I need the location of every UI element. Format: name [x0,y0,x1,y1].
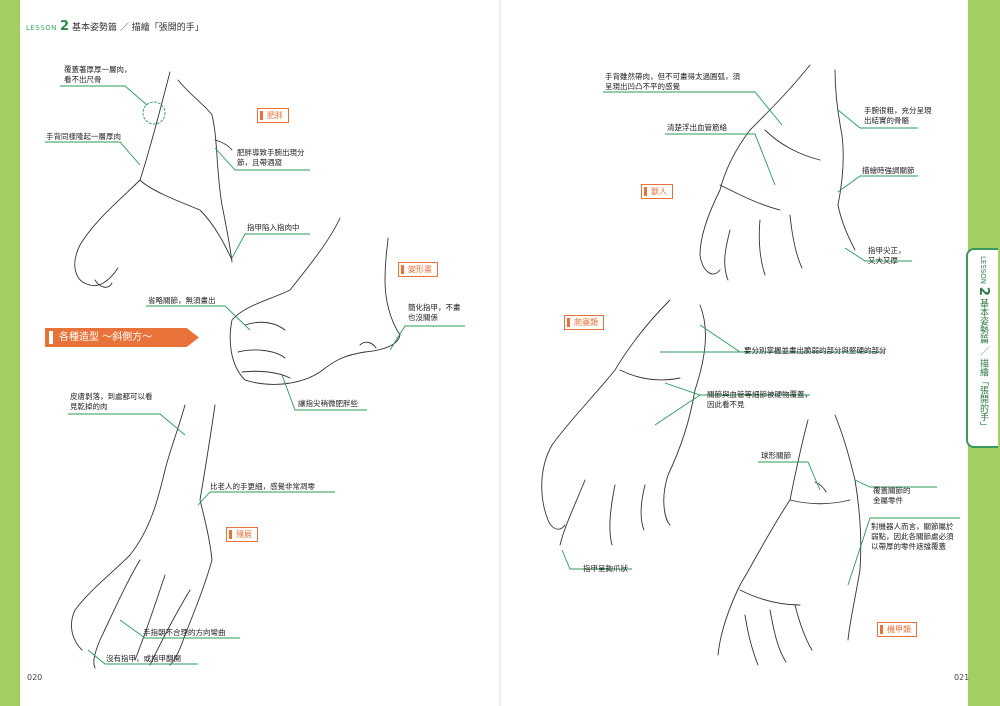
note-beast-5: 指甲尖正， 又大又厚 [868,246,906,265]
leader-beast-3 [837,109,918,129]
section-ribbon: 各種造型 ～斜側方～ [45,328,199,347]
beast-hand-sketch [699,64,856,281]
leader-lines [45,85,960,665]
leader-beast-4 [837,175,918,193]
leader-def-3 [281,374,367,411]
leader-def-2 [389,325,465,351]
leader-zom-1 [68,413,186,436]
side-tab-title: 基本姿勢篇 ／ 描繪「張開的手」 [978,298,988,431]
note-rep-1: 要分別掌握並畫出脆弱的部分與堅硬的部分 [744,346,887,355]
note-fat-1: 覆蓋著厚厚一層肉， 看不出尺骨 [64,65,132,84]
note-zom-2: 比老人的手更細，感覺非常凋零 [210,482,315,491]
leader-fat-2 [45,141,141,166]
leader-beast-2 [665,133,776,186]
side-tab-text: LESSON 2 基本姿勢篇 ／ 描繪「張開的手」 [968,256,998,431]
side-tab-number: 2 [976,286,991,296]
fat-hand-sketch [74,71,233,288]
note-fat-4: 指甲陷入指肉中 [247,223,300,232]
leader-beast-5 [844,247,912,262]
note-beast-3: 手腕很粗，充分呈現 出結實的骨骼 [864,106,932,125]
mecha-hand-sketch [717,414,862,666]
note-mech-1: 球形關節 [761,451,791,460]
side-tab-lesson: LESSON [979,256,987,284]
note-beast-4: 描繪時強調關節 [862,166,915,175]
note-beast-1: 手背雖然帶肉，但不可畫得太過圓弧，須 呈現出凹凸不平的感覺 [605,72,740,91]
leader-def-1 [146,305,251,331]
reptile-hand-sketch [541,299,706,546]
tag-fat: 肥胖 [257,108,289,123]
note-mech-3: 對機器人而言，關節屬於 弱點，因此各關節處必須 以帶厚的零件遮擋覆蓋 [871,522,954,551]
leader-rep-2b [654,394,701,426]
note-beast-2: 清楚浮出血管筋絡 [667,123,727,132]
leader-fat-1 [60,85,148,106]
leader-zom-2 [197,491,335,506]
tag-deformed: 變形畫 [398,262,438,277]
tag-mecha: 機甲類 [877,622,917,637]
tag-zombie: 殭屍 [226,527,258,542]
note-def-1: 省略關節，無須畫出 [148,296,216,305]
leader-rep-3 [561,549,632,570]
page-number-left: 020 [27,673,43,682]
note-zom-4: 沒有指甲，或指甲翻開 [106,654,181,663]
header-title: 基本姿勢篇 ／ 描繪「張開的手」 [72,23,204,33]
zombie-hand-sketch [71,404,216,669]
note-mech-2: 覆蓋關節的 金屬零件 [873,486,911,505]
leader-zom-4 [87,649,198,665]
header-lesson-label: LESSON [26,24,57,32]
deformed-hand-sketch [229,217,401,385]
leader-mech-3 [847,517,960,586]
leader-beast-1 [603,91,783,126]
leader-rep-1b [699,324,741,353]
note-rep-3: 指甲呈鉤爪狀 [583,564,628,573]
left-page-edge-band [0,0,20,706]
hand-sketches [71,64,862,669]
note-fat-3: 肥胖導致手腕出現分 節，且帶酒窩 [237,148,305,167]
header-lesson-number: 2 [59,19,70,34]
lesson-side-tab: LESSON 2 基本姿勢篇 ／ 描繪「張開的手」 [966,248,998,448]
tag-beast: 獸人 [641,184,673,199]
note-zom-1: 皮膚剝落，到處都可以看 見乾掉的肉 [70,392,153,411]
tag-reptile: 爬蟲類 [564,315,604,330]
page-gutter [499,0,501,706]
note-fat-2: 手背同樣隆起一層厚肉 [46,132,121,141]
note-zom-3: 手指朝不合理的方向彎曲 [143,628,226,637]
leader-zom-3 [119,619,240,639]
page-number-right: 021 [954,673,970,682]
note-rep-2: 關節與血管等細節被硬物覆蓋， 因此看不見 [707,390,812,409]
note-def-3: 讓指尖稍微肥胖些 [298,399,358,408]
note-def-2: 簡化指甲，不畫 也沒關係 [408,303,461,322]
leader-fat-3 [214,147,310,171]
leader-mech-1 [758,461,821,491]
leader-fat-4 [231,233,310,259]
leader-mech-2 [854,479,937,488]
fat-hand-ulna-circle [142,101,166,125]
